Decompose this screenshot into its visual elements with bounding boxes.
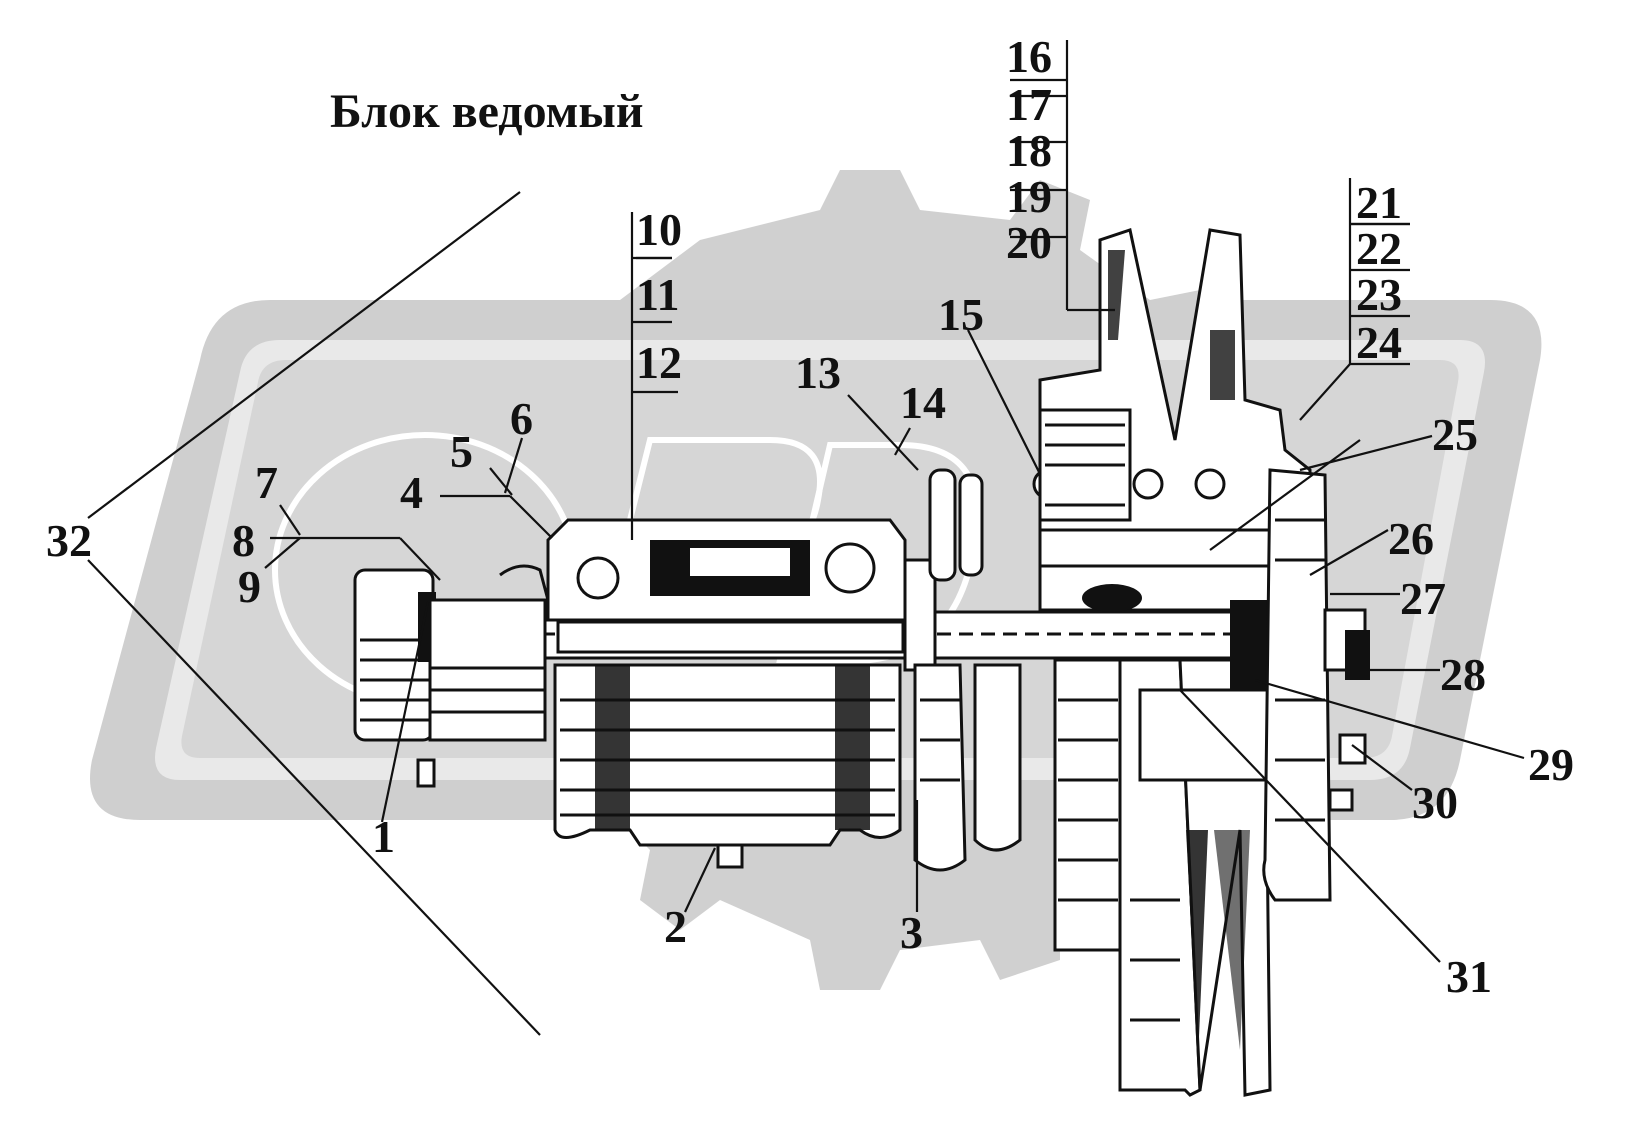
part-label-18: 18 [1006, 125, 1052, 176]
part-label-17: 17 [1006, 79, 1052, 130]
spacer-rings [903, 468, 1022, 872]
part-label-32: 32 [46, 515, 92, 566]
part-label-24: 24 [1356, 317, 1402, 368]
part-label-31: 31 [1446, 951, 1492, 1002]
part-label-8: 8 [232, 515, 255, 566]
label-underlines [636, 78, 1410, 260]
right-end-cover [1262, 468, 1370, 902]
part-label-13: 13 [795, 347, 841, 398]
part-label-11: 11 [636, 269, 679, 320]
part-label-23: 23 [1356, 269, 1402, 320]
part-label-14: 14 [900, 377, 946, 428]
left-sleeve [428, 564, 550, 742]
part-label-25: 25 [1432, 409, 1478, 460]
bearing-ball-left [576, 556, 620, 600]
part-label-21: 21 [1356, 177, 1402, 228]
part-label-26: 26 [1388, 513, 1434, 564]
part-label-10: 10 [636, 204, 682, 255]
leader-lines [87, 40, 1525, 1036]
variator-pulley [1053, 600, 1272, 1097]
part-label-4: 4 [400, 467, 423, 518]
part-label-27: 27 [1400, 573, 1446, 624]
part-label-20: 20 [1006, 217, 1052, 268]
part-label-6: 6 [510, 393, 533, 444]
part-label-3: 3 [900, 907, 923, 958]
part-label-5: 5 [450, 426, 473, 477]
part-label-28: 28 [1440, 649, 1486, 700]
left-end-cap [353, 568, 436, 788]
part-label-30: 30 [1412, 777, 1458, 828]
part-label-19: 19 [1006, 171, 1052, 222]
diagram-title: Блок ведомый [330, 85, 643, 138]
part-label-1: 1 [372, 811, 395, 862]
bearing-ball-right [824, 542, 876, 594]
part-label-29: 29 [1528, 739, 1574, 790]
part-label-7: 7 [255, 457, 278, 508]
part-label-2: 2 [664, 901, 687, 952]
part-label-16: 16 [1006, 31, 1052, 82]
part-label-22: 22 [1356, 223, 1402, 274]
part-label-15: 15 [938, 289, 984, 340]
driven-unit-assembly [353, 228, 1370, 1097]
bearing-housing [546, 518, 907, 869]
part-label-9: 9 [238, 561, 261, 612]
part-label-12: 12 [636, 337, 682, 388]
part-labels: 1 2 3 4 5 6 7 8 9 10 11 12 13 14 15 16 1… [46, 31, 1574, 1002]
pulley-hub [1032, 228, 1312, 612]
